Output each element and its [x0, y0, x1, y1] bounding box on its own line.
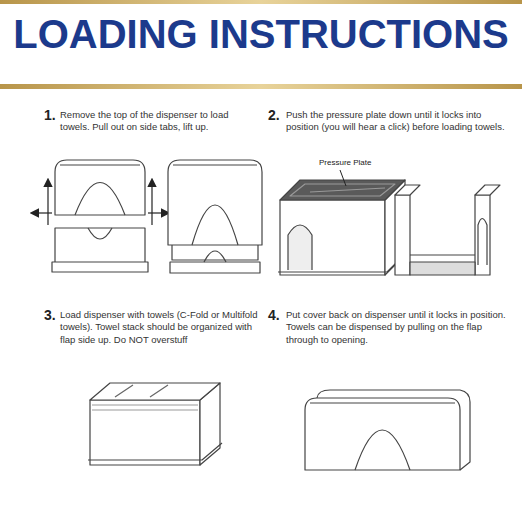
step-number: 3.	[44, 306, 60, 324]
part-label: Pressure Plate	[318, 158, 372, 168]
dispenser-cover	[168, 160, 262, 245]
step-text: Remove the top of the dispenser to load …	[60, 109, 260, 134]
arrow	[148, 212, 168, 213]
towel-stack	[90, 383, 220, 400]
arrow	[151, 180, 152, 225]
leader-line	[340, 170, 346, 186]
dispenser-base	[170, 262, 260, 273]
dispenser-base	[280, 200, 385, 275]
dispenser-cover	[55, 160, 145, 215]
step-number: 2.	[268, 106, 286, 124]
step-text: Push the pressure plate down until it lo…	[286, 109, 508, 134]
gold-rule	[0, 0, 522, 4]
title: LOADING INSTRUCTIONS	[0, 14, 522, 54]
step-text: Put cover back on dispenser until it loc…	[286, 309, 508, 346]
gold-rule	[0, 84, 522, 89]
dispenser-arch	[355, 430, 410, 470]
step-number: 4.	[268, 306, 286, 324]
dispenser-arch	[192, 205, 238, 245]
pressure-plate	[280, 180, 405, 200]
step-number: 1.	[44, 106, 60, 124]
dispenser-cover	[305, 398, 460, 470]
arrow	[32, 212, 52, 213]
dispenser-arch	[75, 183, 125, 216]
step-text: Load dispenser with towels (C-Fold or Mu…	[60, 309, 260, 346]
dispenser-base	[90, 400, 200, 465]
arrow	[47, 180, 48, 225]
